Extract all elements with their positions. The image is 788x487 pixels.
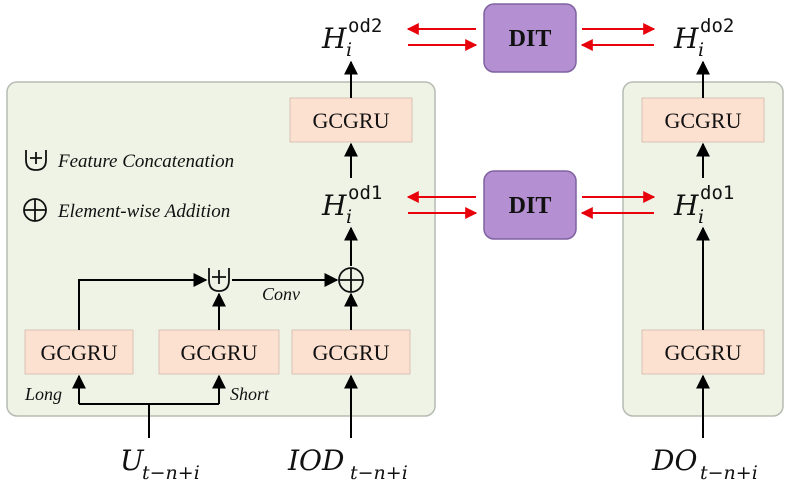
svg-text:t−n+i: t−n+i [700,462,758,484]
svg-text:H: H [673,22,699,55]
dit-top: DIT [483,3,577,73]
gcgru-od-bottom-label: GCGRU [312,340,389,365]
concat-icon [25,150,47,171]
gcgru-do-bottom: GCGRU [641,329,765,375]
legend-concat: Feature Concatenation [25,150,234,172]
svg-text:DO: DO [651,444,697,477]
gcgru-od-bottom: GCGRU [291,329,411,375]
state-h-do1: H do1 i [673,182,734,228]
input-u: U t−n+i [120,444,200,484]
state-h-do2: H do2 i [673,15,734,61]
dit-bottom-label: DIT [509,193,552,219]
od1-sup: od1 [348,182,382,204]
gcgru-short-label: GCGRU [180,340,257,365]
svg-text:H: H [673,189,699,222]
add-node [338,267,364,293]
black-arrows [72,60,710,438]
svg-text:IOD: IOD [287,444,344,477]
gcgru-od-top-label: GCGRU [312,108,389,133]
svg-text:i: i [346,39,352,61]
svg-text:H: H [321,22,347,55]
svg-text:H: H [321,189,347,222]
gcgru-short: GCGRU [158,329,280,375]
state-h-od1: H od1 i [321,182,382,228]
short-label: Short [230,384,270,404]
input-do: DO t−n+i [651,444,758,484]
legend-concat-label: Feature Concatenation [57,151,234,172]
input-iod: IOD t−n+i [287,444,408,484]
svg-text:t−n+i: t−n+i [142,462,200,484]
svg-text:i: i [698,206,704,228]
od2-sup: od2 [348,15,382,37]
svg-text:U: U [120,444,145,477]
dit-top-label: DIT [509,26,552,52]
gcgru-do-bottom-label: GCGRU [664,340,741,365]
add-icon [23,198,47,222]
concat-node [208,268,230,292]
dit-bottom: DIT [483,170,577,240]
svg-text:t−n+i: t−n+i [350,462,408,484]
gcgru-long-label: GCGRU [40,340,117,365]
gcgru-od-top: GCGRU [289,97,413,143]
do2-sup: do2 [700,15,734,37]
gcgru-do-top-label: GCGRU [664,108,741,133]
gcgru-do-top: GCGRU [641,97,765,143]
svg-text:i: i [698,39,704,61]
state-h-od2: H od2 i [321,15,382,61]
red-arrows [406,23,656,219]
gcgru-long: GCGRU [24,329,134,375]
conv-label: Conv [262,284,300,304]
long-label: Long [24,384,62,404]
svg-text:i: i [346,206,352,228]
legend-add-label: Element-wise Addition [57,201,230,222]
legend-add: Element-wise Addition [23,198,230,222]
do1-sup: do1 [700,182,734,204]
